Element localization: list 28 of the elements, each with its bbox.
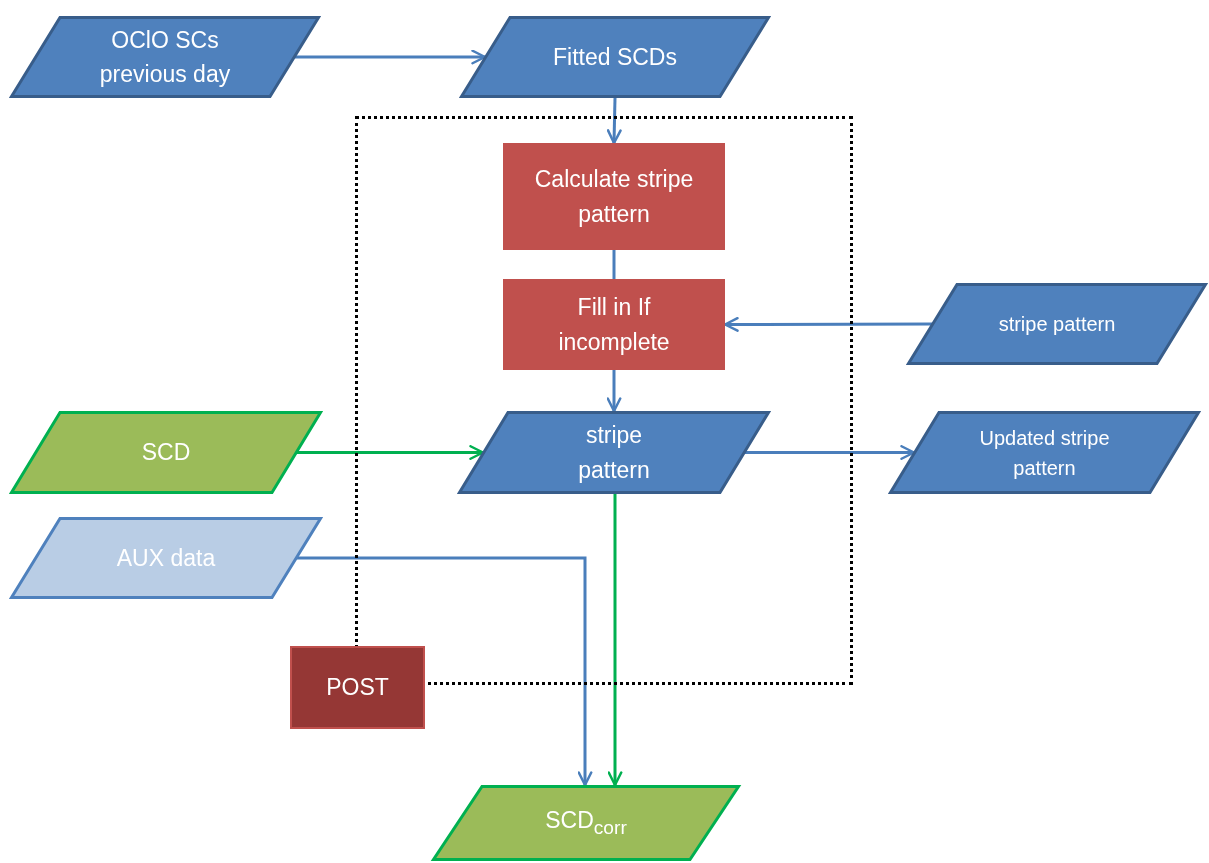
arrow — [606, 97, 622, 145]
arrow — [607, 494, 623, 787]
node-label: Updated stripe pattern — [978, 425, 1111, 481]
process-box — [503, 279, 725, 370]
data-parallelogram — [889, 411, 1200, 494]
process-box — [503, 143, 725, 250]
arrow — [723, 316, 932, 332]
node-label: AUX data — [116, 543, 216, 573]
node-label: Fill in If incomplete — [557, 293, 671, 357]
data-parallelogram — [458, 411, 770, 494]
data-parallelogram — [907, 283, 1207, 365]
arrow — [297, 556, 593, 787]
node-label: OClO SCs previous day — [98, 25, 232, 89]
arrow — [745, 445, 916, 460]
node-label: stripe pattern — [998, 312, 1116, 337]
node-label: Fitted SCDs — [553, 42, 677, 72]
data-parallelogram — [10, 16, 320, 98]
node-label: SCD$_{corr}$ — [545, 806, 627, 840]
node-label: stripe pattern — [577, 421, 651, 485]
data-parallelogram — [432, 785, 740, 861]
data-parallelogram — [10, 517, 322, 599]
data-parallelogram — [10, 411, 322, 494]
node-label: Calculate stripe pattern — [533, 165, 695, 229]
arrow — [606, 370, 622, 413]
data-parallelogram — [460, 16, 770, 98]
node-label: SCD — [141, 438, 191, 468]
arrow — [295, 49, 487, 65]
node-label: POST — [326, 674, 389, 701]
